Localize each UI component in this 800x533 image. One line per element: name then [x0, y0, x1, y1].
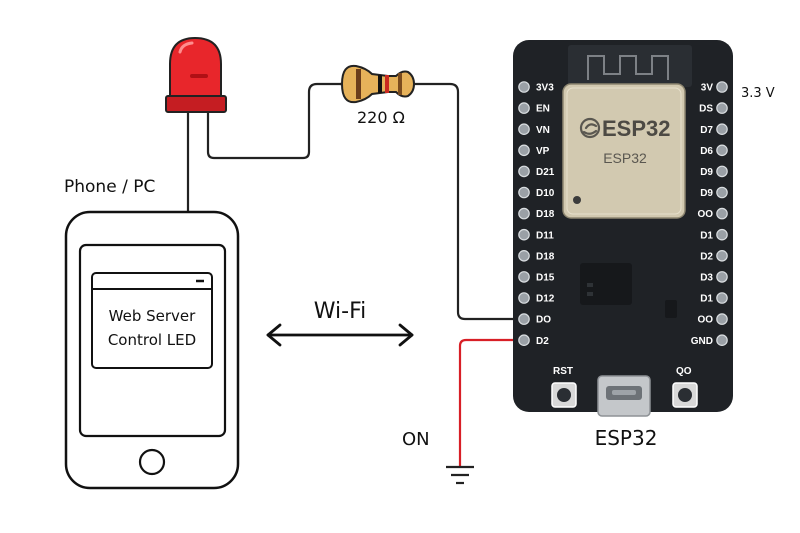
led-to-resistor-wire — [206, 82, 342, 160]
left-pin-8-hole — [518, 250, 530, 262]
rst-label: RST — [553, 366, 573, 377]
right-pin-6-label: OO — [697, 209, 713, 220]
screen-line-2: Control LED — [108, 331, 196, 349]
on-label: ON — [402, 429, 430, 450]
espressif-logo-icon — [579, 117, 601, 139]
left-pin-11-label: DO — [536, 315, 551, 326]
left-pin-7-hole — [518, 228, 530, 241]
left-pin-10-hole — [518, 292, 530, 304]
right-pin-12-label: GND — [691, 336, 713, 347]
wifi-label: Wi-Fi — [314, 299, 367, 324]
left-pin-9-hole — [518, 271, 530, 283]
left-pin-6-hole — [518, 207, 530, 220]
micro-usb-port[interactable] — [597, 375, 651, 417]
red-wire — [458, 338, 520, 466]
left-pin-0-hole — [518, 81, 530, 93]
right-pin-5-label: D9 — [700, 188, 713, 199]
right-pin-4-label: D9 — [700, 167, 713, 178]
right-pin-0-label: 3V — [701, 83, 714, 94]
home-button[interactable] — [138, 448, 166, 476]
wifi-double-arrow — [266, 323, 414, 347]
right-pin-5-hole — [716, 186, 728, 199]
right-pin-7-hole — [716, 228, 728, 241]
right-pin-10-label: D1 — [700, 294, 713, 305]
left-pin-2-hole — [518, 123, 530, 135]
left-pin-2-label: VN — [536, 125, 550, 136]
left-pin-0-label: 3V3 — [536, 83, 554, 94]
resistor-to-d0-wire — [412, 82, 520, 321]
small-component — [665, 300, 677, 318]
resistor-label: 220 Ω — [357, 108, 405, 127]
antenna-area — [568, 45, 692, 87]
module-logo-text: ESP32 — [602, 116, 671, 141]
right-pin-1-hole — [716, 102, 728, 114]
right-pin-2-label: D7 — [700, 125, 713, 136]
left-pin-4-hole — [518, 165, 530, 178]
right-pin-3-hole — [716, 144, 728, 157]
left-pin-3-hole — [518, 144, 530, 157]
left-pin-11-hole — [518, 313, 530, 325]
right-pin-10-hole — [716, 292, 728, 304]
left-pin-12-hole — [518, 334, 530, 346]
rst-button[interactable] — [551, 382, 577, 408]
left-pin-1-label: EN — [536, 104, 550, 115]
right-pin-11-hole — [716, 313, 728, 325]
right-pin-9-hole — [716, 271, 728, 283]
left-pin-5-label: D10 — [536, 188, 555, 199]
left-pin-9-label: D15 — [536, 273, 555, 284]
screen-line-1: Web Server — [109, 307, 196, 325]
boot-label: QO — [676, 366, 692, 377]
web-server-window[interactable]: Web Server Control LED — [91, 272, 213, 369]
left-pin-8-label: D18 — [536, 251, 555, 262]
right-pin-0-hole — [716, 81, 728, 93]
ground-symbol — [446, 465, 474, 485]
right-pin-2-hole — [716, 123, 728, 135]
right-pin-4-hole — [716, 165, 728, 178]
right-pin-8-hole — [716, 250, 728, 262]
boot-button[interactable] — [672, 382, 698, 408]
voltage-label: 3.3 V — [741, 86, 775, 101]
resistor — [340, 64, 416, 104]
esp32-module-shield — [562, 83, 686, 219]
right-pin-1-label: DS — [699, 104, 713, 115]
right-pin-12-hole — [716, 334, 728, 346]
left-pin-7-label: D11 — [536, 230, 554, 241]
module-sub-text: ESP32 — [603, 150, 647, 166]
left-pin-10-label: D12 — [536, 294, 555, 305]
right-pin-11-label: OO — [697, 315, 713, 326]
phone-pc-label: Phone / PC — [64, 177, 155, 197]
module-dot — [573, 196, 581, 204]
right-pin-8-label: D2 — [700, 251, 713, 262]
left-pin-3-label: VP — [536, 146, 550, 157]
right-pin-7-label: D1 — [700, 230, 713, 241]
left-pin-12-label: D2 — [536, 336, 549, 347]
left-pin-6-label: D18 — [536, 209, 555, 220]
left-pin-5-hole — [518, 186, 530, 199]
left-pin-4-label: D21 — [536, 167, 555, 178]
red-led — [165, 36, 227, 113]
board-caption: ESP32 — [595, 426, 658, 450]
antenna-trace — [587, 55, 669, 80]
right-pin-3-label: D6 — [700, 146, 713, 157]
right-pin-9-label: D3 — [700, 273, 713, 284]
left-pin-1-hole — [518, 102, 530, 114]
esp32-board: ESP32 ESP32 RST QO — [513, 40, 733, 417]
right-pin-6-hole — [716, 207, 728, 220]
